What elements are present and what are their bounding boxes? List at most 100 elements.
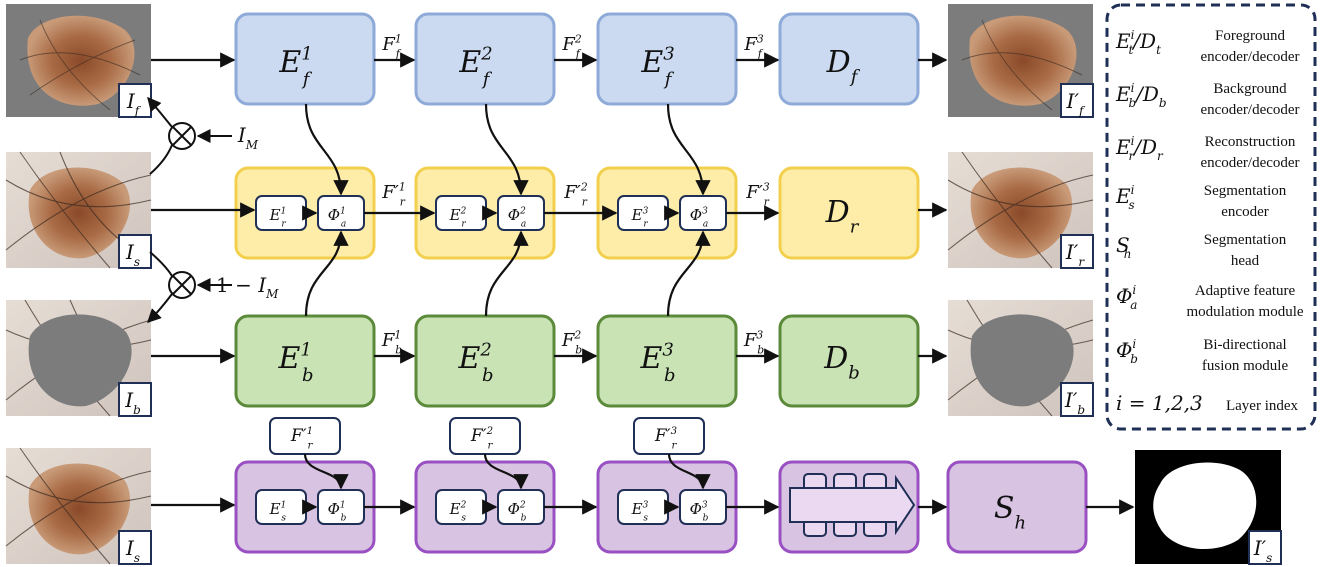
label-er-3-sub: r	[643, 219, 648, 229]
label-fr-3-sub: r	[764, 196, 770, 209]
legend-symbol-sup: i	[1131, 81, 1135, 95]
label-bg-dec: Db	[823, 341, 860, 384]
legend-symbol-sub-2: b	[1159, 96, 1167, 110]
legend-symbol-main-2: /D	[1132, 135, 1157, 159]
legend-desc-8: Layer index	[1226, 398, 1299, 414]
image-segmentation-input	[5, 151, 152, 269]
legend-symbol-sub-2: r	[1157, 149, 1164, 163]
label-pa-3-sup: 3	[702, 207, 708, 217]
label-img-fg-out-main: I′	[1066, 89, 1080, 113]
legend-symbol-sub: t	[1128, 43, 1133, 57]
legend-symbol-sup: i	[1131, 183, 1135, 197]
label-fr-input-3-main: F′	[654, 426, 671, 446]
label-ff-3-sub: f	[757, 48, 764, 61]
legend-desc-5: Segmentation	[1204, 232, 1287, 248]
arrow-fr-to-phi-b-1	[303, 453, 349, 490]
legend-symbol-main-2: /D	[1134, 82, 1159, 106]
label-fb-1: F1 b	[381, 328, 402, 356]
label-fr-2-sub: r	[582, 196, 588, 209]
label-seg-head-sub: h	[1014, 513, 1026, 534]
label-ff-2-sub: f	[575, 48, 582, 61]
label-ff-1-main: F	[381, 34, 396, 55]
label-fb-2-sup: 2	[573, 328, 581, 341]
label-img-fg-out-sub: f	[1078, 104, 1086, 118]
label-ff-1-sup: 1	[395, 32, 402, 45]
label-pb-2-main: Φ	[508, 500, 520, 518]
legend-symbol-main-2: /D	[1131, 29, 1156, 53]
label-pa-3-sub: a	[703, 219, 708, 229]
arrow-fr-to-phi-b-3	[667, 453, 711, 490]
legend-symbol-sub: h	[1124, 247, 1132, 261]
label-ff-2-main: F	[561, 34, 576, 55]
label-img-rec-out-main: I′	[1065, 240, 1079, 264]
label-img-fg-out: I′f	[1066, 89, 1086, 118]
label-fg-enc-1-main: E	[278, 45, 301, 80]
legend-desc-3: Reconstruction	[1205, 134, 1296, 150]
label-rec-dec-sub: r	[850, 217, 860, 238]
label-img-bg-out: I′b	[1064, 388, 1085, 417]
mask-multiply-top	[168, 122, 196, 150]
label-img-seg-out-main: I′	[1253, 536, 1267, 560]
legend-symbol-sub: a	[1130, 298, 1137, 312]
label-fr-input-3-sub: r	[671, 440, 677, 451]
label-img-seg-in-main: I	[125, 240, 135, 264]
label-fb-1-sub: b	[395, 344, 402, 357]
label-img-rec-out: I′r	[1065, 240, 1085, 269]
label-es-2-main: E	[449, 500, 461, 518]
label-er-3-sup: 3	[643, 207, 649, 217]
label-bg-enc-2-main: E	[458, 341, 481, 376]
label-mask-im-sub: M	[245, 138, 259, 152]
label-es-3-main: E	[631, 500, 643, 518]
segmentation-head	[946, 460, 1088, 554]
label-es-2-sub: s	[461, 513, 466, 523]
label-img-bg-in-sub: b	[133, 403, 141, 417]
legend-symbol-8: i = 1,2,3	[1116, 391, 1203, 415]
label-img-seg-in-2-main: I	[125, 536, 135, 560]
label-bg-enc-3-main: E	[640, 341, 663, 376]
reconstruction-decoder	[778, 166, 920, 260]
label-fb-1-main: F	[381, 330, 396, 351]
label-bg-dec-main: D	[823, 341, 848, 376]
label-img-seg-in-box	[118, 234, 152, 269]
legend-symbol-main: E	[1115, 29, 1131, 53]
label-fr-input-1-main: F′	[290, 426, 307, 446]
background-encoder-1	[234, 314, 376, 408]
label-rec-dec: Dr	[825, 195, 860, 238]
label-bg-dec-sub: b	[848, 363, 860, 384]
label-bg-enc-2-sub: b	[482, 365, 494, 386]
label-pb-2-sub: b	[521, 513, 527, 523]
label-img-seg-in-2-sub: s	[134, 551, 140, 565]
label-fr-input-2-main: F′	[470, 426, 487, 446]
label-er-2-sub: r	[461, 219, 466, 229]
label-img-rec-out-box	[1060, 234, 1094, 269]
label-pb-1-sup: 1	[340, 501, 346, 511]
label-bg-enc-2-sup: 2	[479, 339, 491, 360]
label-fb-1-sup: 1	[394, 328, 401, 341]
label-fr-2-sup: 2	[580, 180, 588, 193]
label-img-seg-out-sub: s	[1266, 551, 1272, 565]
legend-desc2-1: encoder/decoder	[1200, 49, 1299, 65]
label-ff-3-main: F	[743, 34, 758, 55]
label-bg-enc-1-sub: b	[302, 365, 314, 386]
background-encoder-3	[596, 314, 738, 408]
legend-symbol-sup: i	[1132, 337, 1136, 351]
legend-desc-7: Bi-directional	[1203, 337, 1286, 353]
legend-desc2-7: fusion module	[1202, 358, 1289, 374]
